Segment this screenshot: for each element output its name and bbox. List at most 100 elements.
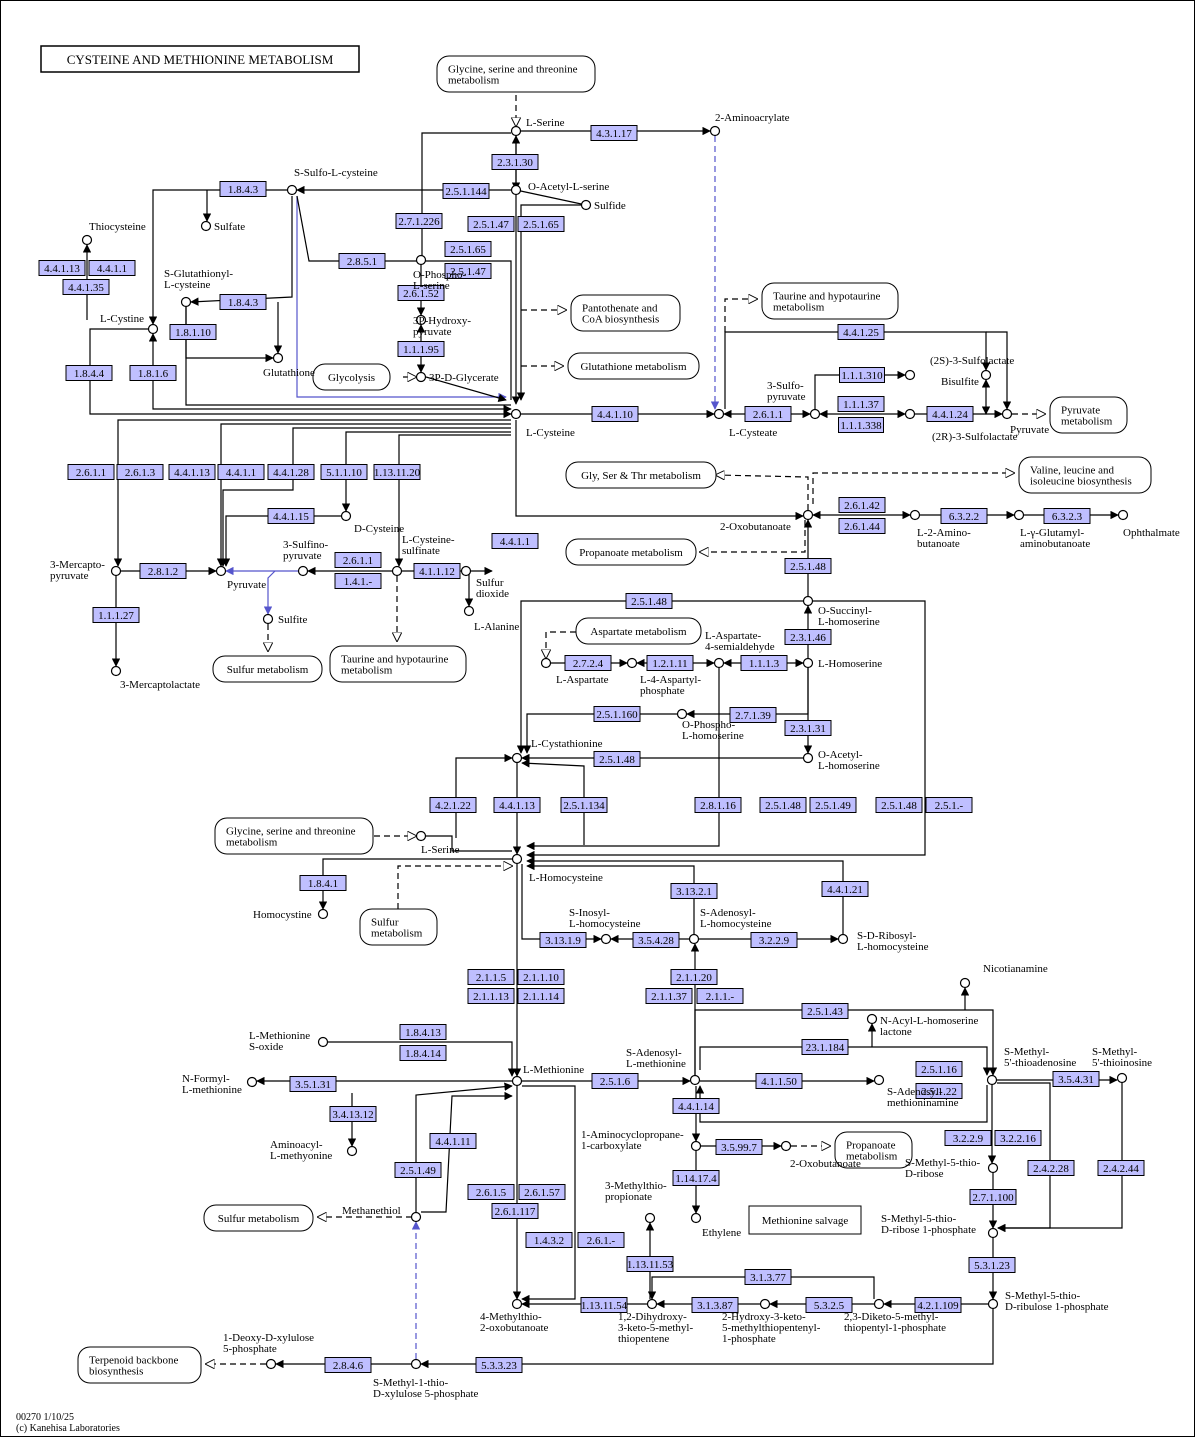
compound-node-c_nacyl[interactable] bbox=[866, 1013, 878, 1025]
enzyme-box[interactable] bbox=[926, 406, 974, 422]
enzyme-box[interactable] bbox=[740, 655, 788, 671]
enzyme-box[interactable] bbox=[329, 1106, 377, 1122]
compound-node-c_mtru1p[interactable] bbox=[987, 1298, 999, 1310]
compound-node-c_aminoacrylate[interactable] bbox=[709, 125, 721, 137]
enzyme-box[interactable] bbox=[1043, 508, 1091, 524]
enzyme-box[interactable] bbox=[324, 1357, 372, 1373]
enzyme-box[interactable] bbox=[915, 1083, 963, 1099]
enzyme-box[interactable] bbox=[517, 988, 565, 1004]
enzyme-box[interactable] bbox=[625, 593, 673, 609]
compound-node-c_methylthioprop[interactable] bbox=[644, 1212, 656, 1224]
enzyme-box[interactable] bbox=[626, 1256, 674, 1272]
enzyme-box[interactable] bbox=[491, 154, 539, 170]
map-box-m_gly_top[interactable] bbox=[436, 55, 596, 93]
enzyme-box[interactable] bbox=[590, 125, 638, 141]
enzyme-box[interactable] bbox=[750, 932, 798, 948]
enzyme-box[interactable] bbox=[564, 655, 612, 671]
enzyme-box[interactable] bbox=[413, 563, 461, 579]
map-box-m_propanoate1[interactable] bbox=[565, 538, 697, 566]
enzyme-box[interactable] bbox=[944, 1130, 992, 1146]
compound-node-c_mtinosine[interactable] bbox=[1116, 1072, 1128, 1084]
enzyme-box[interactable] bbox=[289, 1076, 337, 1092]
enzyme-box[interactable] bbox=[267, 464, 315, 480]
enzyme-box[interactable] bbox=[838, 497, 886, 513]
compound-node-c_3pdglycerate[interactable] bbox=[415, 371, 427, 383]
compound-node-c_mtob[interactable] bbox=[511, 1298, 523, 1310]
enzyme-box[interactable] bbox=[925, 797, 973, 813]
enzyme-box[interactable] bbox=[338, 253, 386, 269]
map-box-m_gly_mid[interactable] bbox=[214, 817, 374, 855]
enzyme-box[interactable] bbox=[809, 797, 857, 813]
enzyme-box[interactable] bbox=[491, 533, 539, 549]
enzyme-box[interactable] bbox=[759, 797, 807, 813]
enzyme-box[interactable] bbox=[467, 1184, 515, 1200]
map-box-m_sulfur1[interactable] bbox=[212, 655, 323, 683]
map-box-m_terpenoid[interactable] bbox=[77, 1346, 202, 1384]
enzyme-box[interactable] bbox=[672, 1170, 720, 1186]
compound-node-c_oxobutanoate2[interactable] bbox=[780, 1140, 792, 1152]
compound-node-c_nicotianamine[interactable] bbox=[959, 977, 971, 989]
map-box-m_salvage[interactable] bbox=[748, 1205, 862, 1235]
enzyme-box[interactable] bbox=[784, 629, 832, 645]
compound-node-c_lcysteine[interactable] bbox=[510, 408, 522, 420]
map-box-m_glut[interactable] bbox=[567, 352, 700, 380]
enzyme-box[interactable] bbox=[525, 1232, 573, 1248]
enzyme-box[interactable] bbox=[429, 797, 477, 813]
compound-node-c_sulfinopyruvate[interactable] bbox=[297, 565, 309, 577]
enzyme-box[interactable] bbox=[517, 969, 565, 985]
compound-node-c_sulfide[interactable] bbox=[580, 199, 592, 211]
compound-node-c_phosphoserine[interactable] bbox=[415, 254, 427, 266]
enzyme-box[interactable] bbox=[539, 932, 587, 948]
compound-node-c_sah[interactable] bbox=[688, 933, 700, 945]
enzyme-box[interactable] bbox=[1027, 1160, 1075, 1176]
compound-node-c_lcystathionine[interactable] bbox=[511, 752, 523, 764]
enzyme-box[interactable] bbox=[219, 181, 267, 197]
compound-node-c_deoxyxylulose[interactable] bbox=[265, 1358, 277, 1370]
compound-node-c_homocystine[interactable] bbox=[317, 908, 329, 920]
map-box-m_panto[interactable] bbox=[570, 294, 681, 332]
compound-node-c_aspsemialdehyde[interactable] bbox=[713, 657, 725, 669]
enzyme-box[interactable] bbox=[65, 365, 113, 381]
compound-node-c_diketo[interactable] bbox=[873, 1298, 885, 1310]
enzyme-box[interactable] bbox=[62, 279, 110, 295]
enzyme-box[interactable] bbox=[560, 797, 608, 813]
enzyme-box[interactable] bbox=[801, 1003, 849, 1019]
compound-node-c_lcysteate[interactable] bbox=[713, 408, 725, 420]
enzyme-box[interactable] bbox=[491, 1203, 539, 1219]
enzyme-box[interactable] bbox=[299, 875, 347, 891]
compound-node-c_sulfite[interactable] bbox=[262, 613, 274, 625]
compound-node-c_hydroxyketo[interactable] bbox=[759, 1298, 771, 1310]
map-box-m_taurine1[interactable] bbox=[761, 282, 899, 320]
enzyme-box[interactable] bbox=[591, 1073, 639, 1089]
enzyme-box[interactable] bbox=[744, 406, 792, 422]
compound-node-c_nformyl[interactable] bbox=[246, 1076, 258, 1088]
enzyme-box[interactable] bbox=[217, 464, 265, 480]
enzyme-box[interactable] bbox=[729, 707, 777, 723]
compound-node-c_lhomoserine[interactable] bbox=[802, 657, 814, 669]
enzyme-box[interactable] bbox=[784, 720, 832, 736]
enzyme-box[interactable] bbox=[92, 607, 140, 623]
compound-node-c_sam[interactable] bbox=[689, 1074, 701, 1086]
enzyme-box[interactable] bbox=[646, 655, 694, 671]
compound-node-c_pyruvate_r[interactable] bbox=[1001, 408, 1013, 420]
compound-node-c_samamine[interactable] bbox=[873, 1074, 885, 1086]
compound-node-c_osuccinyl[interactable] bbox=[802, 595, 814, 607]
enzyme-box[interactable] bbox=[139, 563, 187, 579]
compound-node-c_oxobutanoate[interactable] bbox=[802, 509, 814, 521]
enzyme-box[interactable] bbox=[373, 464, 421, 480]
compound-node-c_lcystine[interactable] bbox=[147, 323, 159, 335]
enzyme-box[interactable] bbox=[67, 464, 115, 480]
enzyme-box[interactable] bbox=[517, 216, 565, 232]
enzyme-box[interactable] bbox=[801, 1039, 849, 1055]
enzyme-box[interactable] bbox=[839, 367, 885, 383]
enzyme-box[interactable] bbox=[670, 883, 718, 899]
enzyme-box[interactable] bbox=[755, 1073, 803, 1089]
compound-node-c_lalanine[interactable] bbox=[463, 605, 475, 617]
enzyme-box[interactable] bbox=[838, 417, 884, 433]
enzyme-box[interactable] bbox=[670, 969, 718, 985]
enzyme-box[interactable] bbox=[577, 1232, 625, 1248]
map-box-m_aspartate[interactable] bbox=[575, 617, 702, 645]
compound-node-c_lhomocysteine[interactable] bbox=[511, 853, 523, 865]
enzyme-box[interactable] bbox=[168, 464, 216, 480]
compound-node-c_dcysteine[interactable] bbox=[340, 510, 352, 522]
